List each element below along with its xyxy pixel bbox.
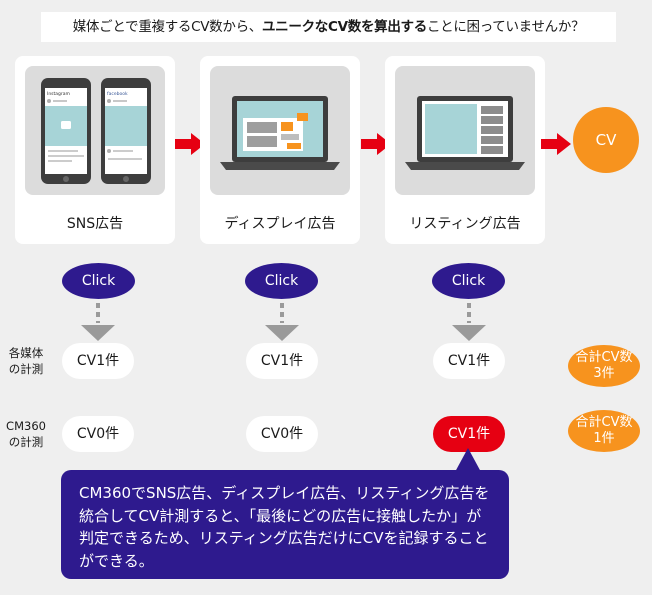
sns-ad-label: SNS広告 (66, 216, 124, 232)
listing-ad-card: リスティング広告 (385, 56, 545, 244)
display-ad-label: ディスプレイ広告 (224, 216, 336, 232)
sns-click-badge: Click (62, 263, 135, 299)
listing-click-badge: Click (432, 263, 505, 299)
banner-text-pre: 媒体ごとで重複するCV数から、 (72, 19, 263, 35)
display-media-cv: CV1件 (246, 343, 318, 379)
red-arrow-icon (175, 133, 205, 155)
laptop-icon (405, 96, 525, 170)
cm360-total-value: 1件 (593, 431, 615, 446)
dashed-connector (467, 303, 471, 323)
conversion-goal-circle: CV (573, 107, 639, 173)
red-arrow-icon (541, 133, 571, 155)
dashed-connector (96, 303, 100, 323)
listing-cm360-cv: CV1件 (433, 416, 505, 452)
sns-ad-card: Instagram facebook SNS広告 (15, 56, 175, 244)
down-arrow-icon (452, 325, 486, 341)
instagram-logo-text: Instagram (47, 91, 70, 97)
media-total-value: 3件 (593, 366, 615, 381)
media-total-cv-badge: 合計CV数 3件 (568, 345, 640, 387)
display-ad-card: ディスプレイ広告 (200, 56, 360, 244)
media-measurement-label: 各媒体 の計測 (4, 345, 48, 377)
smartphone-icon: Instagram facebook (41, 78, 151, 184)
cm360-measurement-label: CM360 の計測 (4, 418, 48, 450)
cm360-total-label: 合計CV数 (575, 415, 633, 430)
laptop-listing-illustration (395, 66, 535, 195)
question-banner: 媒体ごとで重複するCV数から、ユニークなCV数を算出することに困っていませんか？ (41, 12, 616, 42)
listing-media-cv: CV1件 (433, 343, 505, 379)
media-label-line1: 各媒体 (8, 346, 44, 360)
cm360-total-cv-badge: 合計CV数 1件 (568, 410, 640, 452)
cm360-label-line2: の計測 (8, 435, 44, 449)
down-arrow-icon (81, 325, 115, 341)
sns-cm360-cv: CV0件 (62, 416, 134, 452)
down-arrow-icon (265, 325, 299, 341)
banner-text-post: ことに困っていませんか？ (426, 19, 585, 35)
laptop-display-illustration (210, 66, 350, 195)
media-total-label: 合計CV数 (575, 350, 633, 365)
display-click-badge: Click (245, 263, 318, 299)
callout-pointer (455, 448, 481, 472)
cm360-label-line1: CM360 (6, 419, 46, 433)
smartphones-illustration: Instagram facebook (25, 66, 165, 195)
dashed-connector (280, 303, 284, 323)
red-arrow-icon (361, 133, 391, 155)
facebook-logo-text: facebook (107, 91, 128, 97)
laptop-icon (220, 96, 340, 170)
banner-text-bold: ユニークなCV数を算出する (261, 19, 427, 35)
media-label-line2: の計測 (8, 362, 44, 376)
explanation-callout: CM360でSNS広告、ディスプレイ広告、リスティング広告を統合してCV計測する… (61, 470, 509, 579)
display-cm360-cv: CV0件 (246, 416, 318, 452)
sns-media-cv: CV1件 (62, 343, 134, 379)
listing-ad-label: リスティング広告 (409, 216, 521, 232)
